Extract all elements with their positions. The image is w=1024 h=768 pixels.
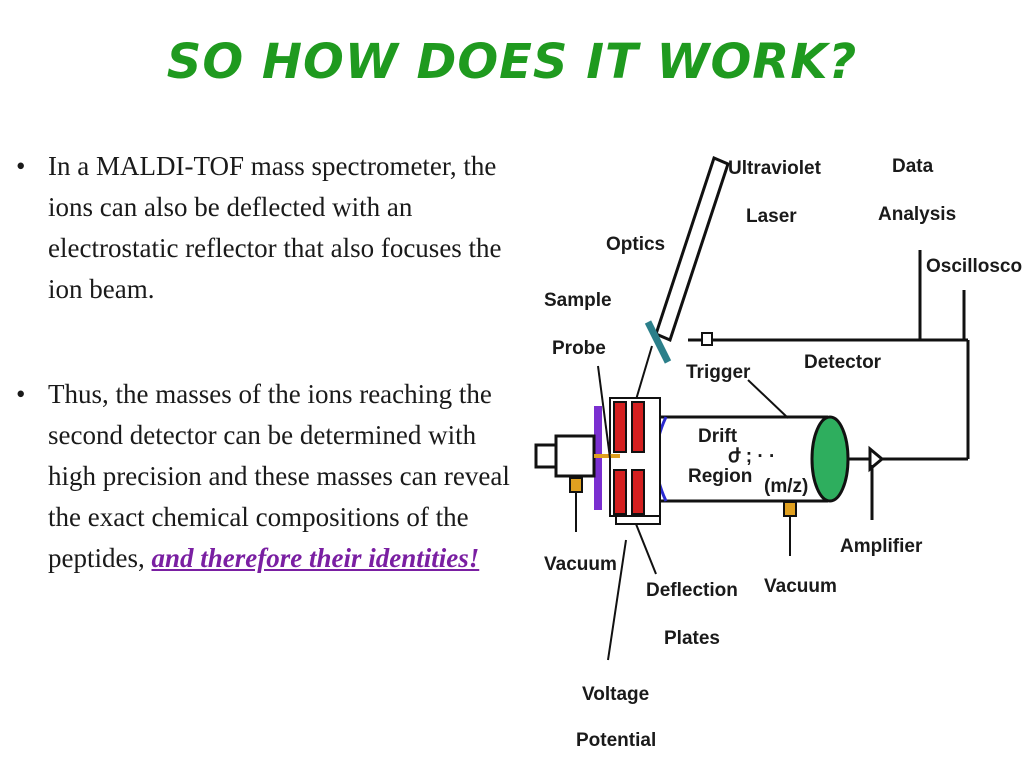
label-deflection-plates: Plates [664, 628, 720, 649]
label-sample-probe: Sample [544, 290, 612, 311]
label-optics: Optics [606, 234, 665, 255]
slide-title: SO HOW DOES IT WORK? [166, 34, 858, 90]
emphasis-link[interactable]: and therefore their identities! [151, 543, 480, 573]
detector-disc [810, 415, 850, 503]
label-amplifier: Amplifier [840, 536, 923, 557]
bullet-dot: • [16, 151, 26, 181]
laser-icon [654, 155, 730, 343]
bullet-list: • In a MALDI-TOF mass spectrometer, the … [14, 146, 524, 579]
trigger-box [701, 332, 713, 346]
label-mz: (m/z) [764, 476, 808, 497]
label-sample-probe: Probe [552, 338, 606, 359]
label-uv-laser: Laser [746, 206, 797, 227]
label-deflection-plates: Deflection [646, 580, 738, 601]
leader-lines [597, 365, 789, 661]
ion-trail: ժ ; · · [728, 446, 775, 467]
label-drift-region: Drift [698, 426, 738, 447]
sample-probe [534, 434, 620, 478]
optics-mirror [644, 320, 672, 364]
bullet-text: In a MALDI-TOF mass spectrometer, the io… [48, 151, 502, 304]
label-data-analysis: Data [892, 156, 934, 177]
bullet-dot: • [16, 379, 26, 409]
label-voltage-potential: Voltage [582, 684, 649, 705]
label-vacuum-left: Vacuum [544, 554, 617, 575]
label-drift-region: Region [688, 466, 752, 487]
vacuum-valve-left [569, 477, 583, 532]
label-trigger: Trigger [686, 362, 751, 383]
label-detector: Detector [804, 352, 882, 373]
label-oscilloscope: Oscilloscope [926, 256, 1022, 277]
bullet-item: • Thus, the masses of the ions reaching … [14, 374, 524, 579]
label-data-analysis: Analysis [878, 204, 956, 225]
bullet-text: Thus, the masses of the ions reaching th… [48, 379, 510, 573]
vacuum-valve-right [783, 501, 797, 556]
label-voltage-potential: Potential [576, 730, 656, 751]
label-uv-laser: Ultraviolet [728, 158, 822, 179]
amplifier-icon [688, 250, 970, 520]
label-vacuum-right: Vacuum [764, 576, 837, 597]
maldi-tof-diagram: ժ ; · · Ultraviolet Laser Data Analysis … [534, 155, 1022, 751]
bullet-item: • In a MALDI-TOF mass spectrometer, the … [14, 146, 524, 310]
ion-source [609, 397, 661, 525]
